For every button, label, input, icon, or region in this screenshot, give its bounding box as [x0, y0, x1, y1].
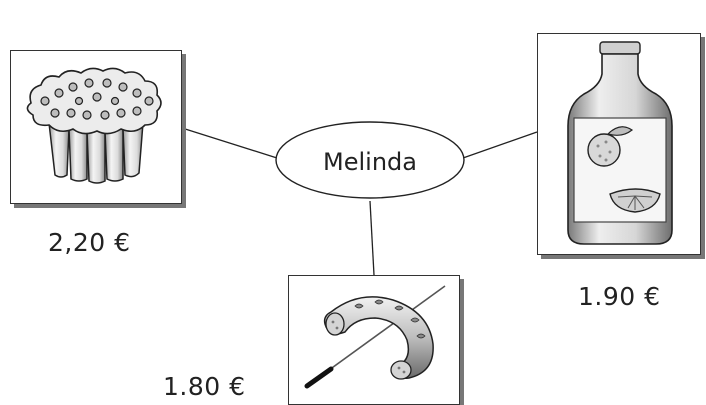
connector-sausage: [369, 200, 375, 276]
sausage-price: 1.80 €: [163, 372, 246, 401]
cake-price: 2,20 €: [48, 228, 131, 257]
center-ellipse: [275, 121, 465, 199]
juice-card: [537, 33, 701, 255]
connector-juice: [462, 131, 538, 159]
cake-card: [10, 50, 182, 204]
sausage-skewer-icon: [304, 285, 446, 389]
center-node-label: Melinda: [323, 148, 417, 176]
juice-bottle-icon: [567, 41, 673, 245]
sausage-card: [288, 275, 460, 405]
cake-icon: [26, 67, 162, 184]
juice-price: 1.90 €: [578, 282, 661, 311]
connector-cake: [181, 127, 278, 159]
